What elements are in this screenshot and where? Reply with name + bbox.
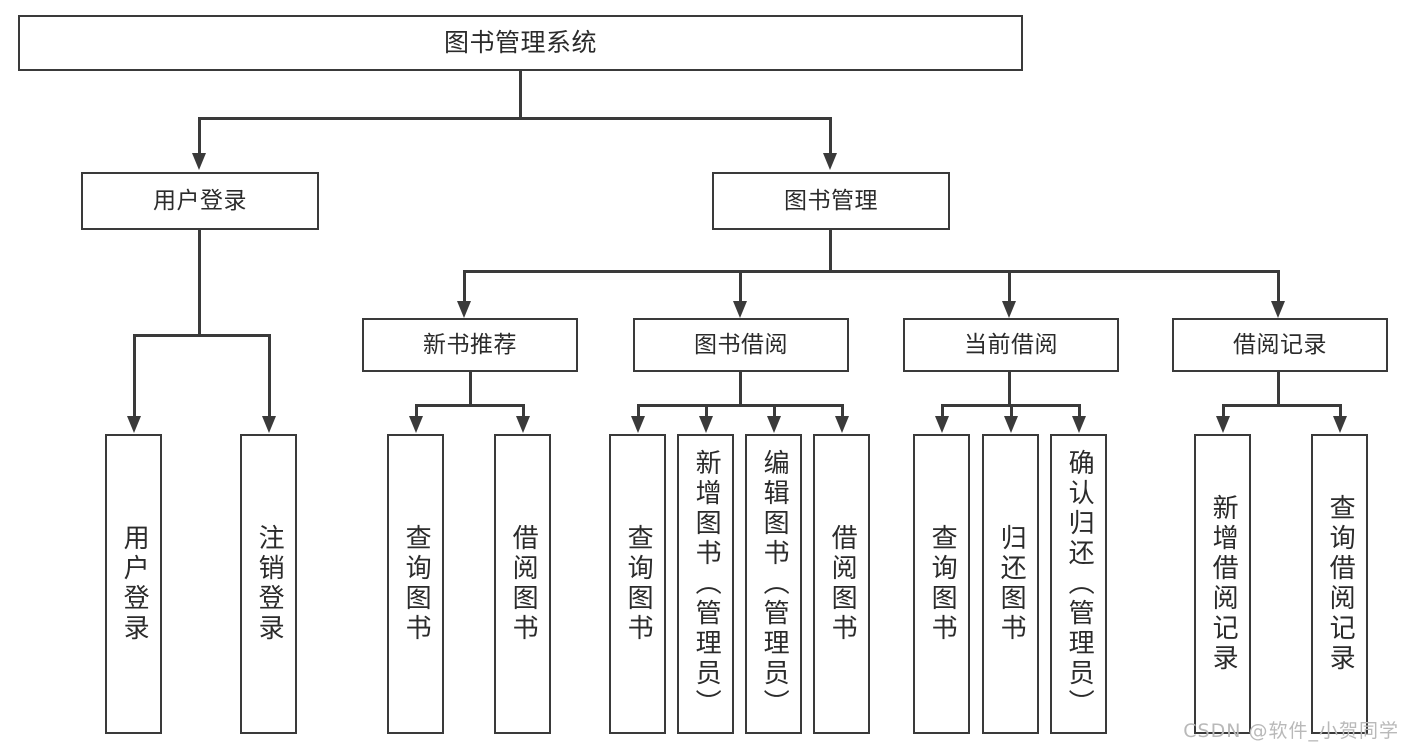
edge-book-borrow-bus	[637, 404, 844, 407]
edge-level1-bus	[198, 117, 831, 120]
node-current-borrow[interactable]: 当前借阅	[903, 318, 1119, 372]
edge-user-login-stem	[198, 230, 201, 337]
leaf-add-borrow-record[interactable]: 新增借阅记录	[1194, 434, 1251, 734]
arrow-cb-3	[1072, 416, 1086, 433]
arrow-leaf-user-login	[127, 416, 141, 433]
arrow-user-login	[192, 153, 206, 170]
edge-book-management-stem	[829, 230, 832, 273]
node-book-management[interactable]: 图书管理	[712, 172, 950, 230]
leaf-query-book-current[interactable]: 查询图书	[913, 434, 970, 734]
edge-new-book-stem	[469, 372, 472, 407]
node-label: 查询借阅记录	[1325, 494, 1356, 674]
edge-borrow-record-bus	[1222, 404, 1342, 407]
edge-drop-bb-3	[773, 404, 776, 418]
edge-drop-bb-2	[705, 404, 708, 418]
arrow-borrow-record	[1271, 301, 1285, 318]
node-label: 用户登录	[119, 524, 150, 644]
arrow-current-borrow	[1002, 301, 1016, 318]
edge-drop-br-1	[1222, 404, 1225, 418]
arrow-br-1	[1216, 416, 1230, 433]
arrow-bb-1	[631, 416, 645, 433]
leaf-add-book-admin[interactable]: 新增图书（管理员）	[677, 434, 734, 734]
node-label: 借阅记录	[1233, 331, 1327, 358]
node-label: 查询图书	[927, 524, 958, 644]
edge-drop-leaf-logout	[268, 334, 271, 418]
node-label: 编辑图书（管理员）	[759, 449, 790, 719]
node-label: 图书借阅	[694, 331, 788, 358]
arrow-cb-2	[1004, 416, 1018, 433]
node-label: 图书管理	[784, 187, 878, 214]
node-label: 图书管理系统	[443, 27, 597, 57]
node-label: 新书推荐	[423, 331, 517, 358]
node-label: 新增借阅记录	[1208, 494, 1239, 674]
node-root-book-management-system[interactable]: 图书管理系统	[18, 15, 1023, 71]
leaf-user-login[interactable]: 用户登录	[105, 434, 162, 734]
node-book-borrow[interactable]: 图书借阅	[633, 318, 849, 372]
node-new-book-recommend[interactable]: 新书推荐	[362, 318, 578, 372]
edge-current-borrow-stem	[1008, 372, 1011, 407]
edge-root-stem	[519, 71, 522, 119]
leaf-borrow-book[interactable]: 借阅图书	[813, 434, 870, 734]
arrow-bb-3	[767, 416, 781, 433]
arrow-book-management	[823, 153, 837, 170]
node-label: 当前借阅	[964, 331, 1058, 358]
leaf-confirm-return-admin[interactable]: 确认归还（管理员）	[1050, 434, 1107, 734]
edge-drop-nb-1	[415, 404, 418, 418]
node-label: 查询图书	[401, 524, 432, 644]
edge-drop-nb-2	[522, 404, 525, 418]
leaf-edit-book-admin[interactable]: 编辑图书（管理员）	[745, 434, 802, 734]
arrow-cb-1	[935, 416, 949, 433]
edge-drop-bb-4	[841, 404, 844, 418]
edge-drop-cb-3	[1078, 404, 1081, 418]
edge-drop-book-borrow	[739, 270, 742, 303]
edge-drop-br-2	[1339, 404, 1342, 418]
arrow-bb-4	[835, 416, 849, 433]
leaf-query-book-recommend[interactable]: 查询图书	[387, 434, 444, 734]
node-label: 确认归还（管理员）	[1064, 449, 1095, 719]
arrow-br-2	[1333, 416, 1347, 433]
edge-user-login-bus	[133, 334, 270, 337]
node-label: 借阅图书	[827, 524, 858, 644]
leaf-return-book[interactable]: 归还图书	[982, 434, 1039, 734]
edge-borrow-record-stem	[1277, 372, 1280, 407]
node-label: 注销登录	[254, 524, 285, 644]
arrow-nb-1	[409, 416, 423, 433]
edge-book-borrow-stem	[739, 372, 742, 407]
node-label: 查询图书	[623, 524, 654, 644]
edge-new-book-bus	[415, 404, 525, 407]
leaf-borrow-book-recommend[interactable]: 借阅图书	[494, 434, 551, 734]
edge-drop-book-management	[829, 117, 832, 155]
edge-drop-bb-1	[637, 404, 640, 418]
node-label: 归还图书	[996, 524, 1027, 644]
node-label: 借阅图书	[508, 524, 539, 644]
arrow-nb-2	[516, 416, 530, 433]
edge-drop-cb-2	[1010, 404, 1013, 418]
edge-level2-bus	[463, 270, 1280, 273]
arrow-book-borrow	[733, 301, 747, 318]
leaf-logout[interactable]: 注销登录	[240, 434, 297, 734]
edge-drop-new-book	[463, 270, 466, 303]
leaf-query-book-borrow[interactable]: 查询图书	[609, 434, 666, 734]
node-label: 新增图书（管理员）	[691, 449, 722, 719]
arrow-leaf-logout	[262, 416, 276, 433]
node-label: 用户登录	[153, 187, 247, 214]
edge-drop-current-borrow	[1008, 270, 1011, 303]
edge-drop-user-login	[198, 117, 201, 155]
edge-drop-borrow-record	[1277, 270, 1280, 303]
arrow-new-book	[457, 301, 471, 318]
node-user-login[interactable]: 用户登录	[81, 172, 319, 230]
edge-drop-leaf-user-login	[133, 334, 136, 418]
leaf-query-borrow-record[interactable]: 查询借阅记录	[1311, 434, 1368, 734]
arrow-bb-2	[699, 416, 713, 433]
edge-drop-cb-1	[941, 404, 944, 418]
node-borrow-record[interactable]: 借阅记录	[1172, 318, 1388, 372]
